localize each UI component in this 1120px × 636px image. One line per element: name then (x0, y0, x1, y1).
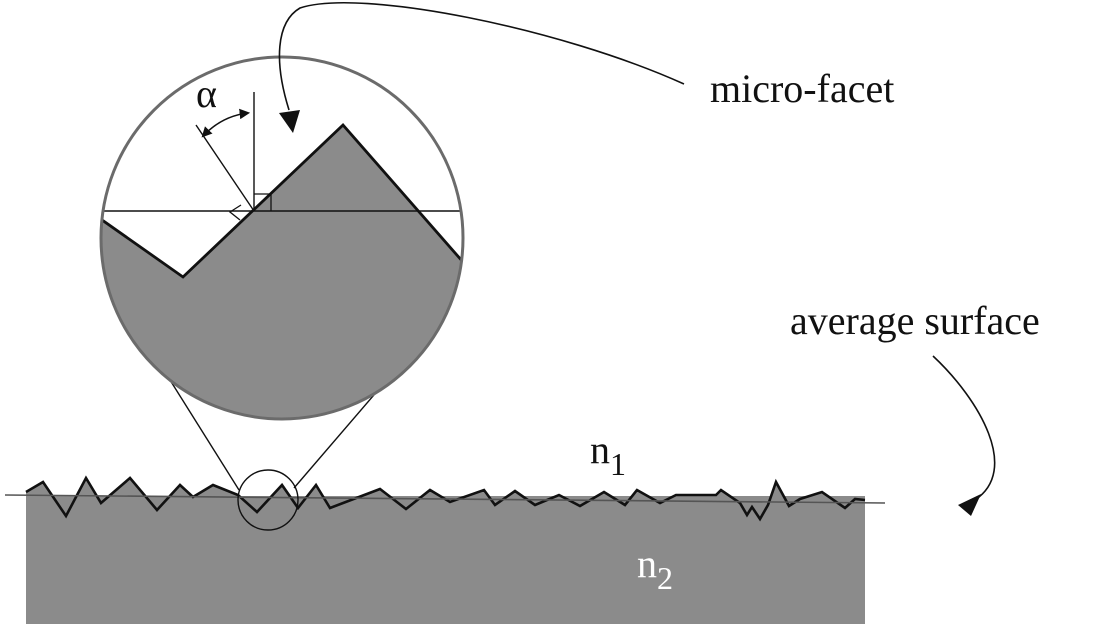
right-angle-marker-facet (228, 204, 242, 221)
micro-facet-arrowhead (279, 110, 300, 133)
micro-facet-label: micro-facet (710, 66, 894, 111)
magnified-profile-line (101, 122, 463, 279)
magnified-material (101, 125, 463, 419)
rough-surface-line (25, 475, 866, 522)
n2-label: n2 (637, 541, 673, 596)
micro-facet-leader (278, 1, 685, 111)
facet-normal-line (195, 124, 255, 212)
n1-label: n1 (590, 427, 626, 482)
angle-alpha-arc (201, 108, 251, 138)
n1-subscript: 1 (610, 446, 626, 482)
angle-alpha-label: α (196, 71, 217, 116)
magnified-view (99, 55, 465, 421)
right-angle-marker-average (254, 193, 272, 211)
zoom-region-circle (237, 469, 299, 531)
average-surface-label: average surface (790, 298, 1040, 343)
average-surface-line (4, 494, 886, 504)
average-surface-leader (932, 355, 996, 501)
magnified-circle-outline (99, 55, 465, 421)
n1-base: n (590, 427, 610, 472)
bulk-material (26, 496, 865, 624)
n2-subscript: 2 (657, 560, 673, 596)
n2-base: n (637, 541, 657, 586)
average-surface-arrowhead (958, 494, 981, 516)
rough-surface-fill (26, 478, 865, 519)
